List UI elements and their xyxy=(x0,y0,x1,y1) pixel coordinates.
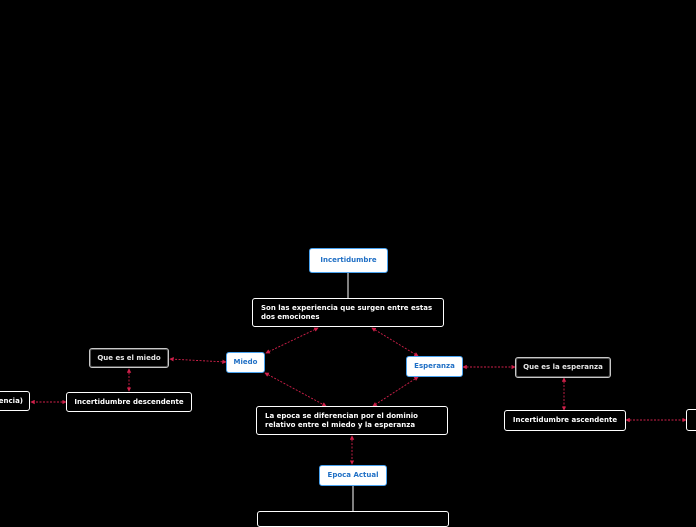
node-incertidumbre[interactable]: Incertidumbre xyxy=(309,248,388,273)
relation-son-esperanza xyxy=(371,327,419,357)
relation-esperanza-epoca xyxy=(372,376,419,407)
node-son-las-experiencia[interactable]: Son las experiencia que surgen entre est… xyxy=(252,298,444,327)
relation-miedo-epoca xyxy=(264,372,327,407)
node-left-cut[interactable]: encia) xyxy=(0,391,30,411)
node-esperanza[interactable]: Esperanza xyxy=(406,356,463,377)
node-epoca-diferencian[interactable]: La epoca se diferencian por el dominio r… xyxy=(256,406,448,435)
node-incertidumbre-ascendente[interactable]: Incertidumbre ascendente xyxy=(504,410,626,431)
node-que-es-la-esperanza[interactable]: Que es la esperanza xyxy=(515,357,611,378)
node-miedo[interactable]: Miedo xyxy=(226,352,265,373)
node-incertidumbre-descendente[interactable]: Incertidumbre descendente xyxy=(66,392,192,412)
relation-son-miedo xyxy=(265,327,319,354)
node-que-es-el-miedo[interactable]: Que es el miedo xyxy=(89,348,169,368)
node-bottom-cut[interactable] xyxy=(257,511,449,527)
node-epoca-actual[interactable]: Epoca Actual xyxy=(319,465,387,486)
relation-miedo-que-es xyxy=(169,356,227,365)
node-right-cut[interactable] xyxy=(686,409,696,431)
